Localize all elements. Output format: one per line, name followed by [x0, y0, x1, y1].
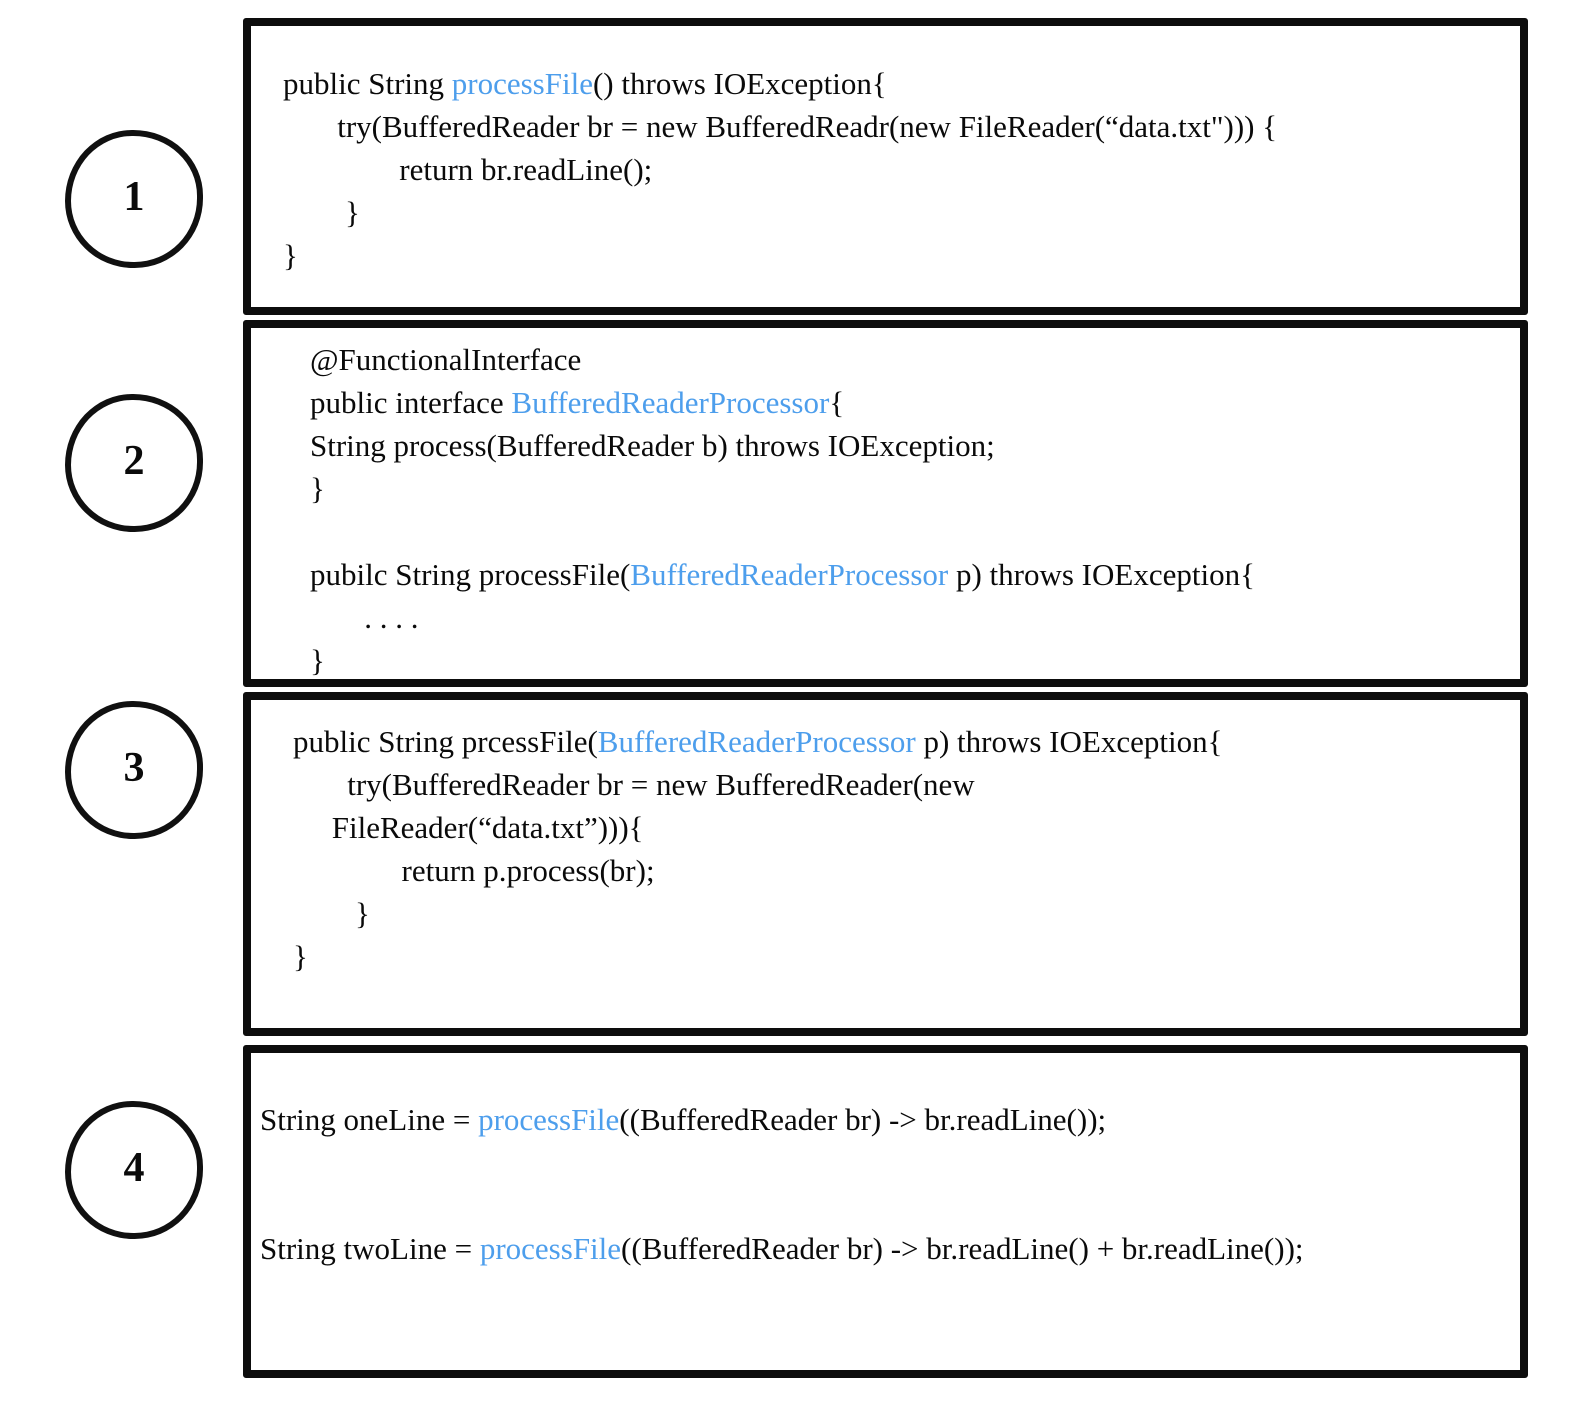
code-line: try(BufferedReader br = new BufferedRead…: [293, 763, 1506, 806]
code-line: String twoLine = processFile((BufferedRe…: [260, 1227, 1506, 1270]
code-text: try(BufferedReader br = new BufferedRead…: [283, 109, 1278, 144]
code-text: }: [283, 238, 298, 273]
code-line: }: [293, 892, 1506, 935]
step-badge-4: 4: [65, 1101, 203, 1239]
code-line: @FunctionalInterface: [310, 338, 1506, 381]
code-text: public String: [283, 66, 452, 101]
code-line: }: [310, 639, 1506, 682]
code-line: [260, 1184, 1506, 1227]
code-line: }: [310, 467, 1506, 510]
code-line: public interface BufferedReaderProcessor…: [310, 381, 1506, 424]
step-badge-1: 1: [65, 130, 203, 268]
code-text: }: [310, 643, 325, 678]
code-text: String oneLine =: [260, 1102, 479, 1137]
code-line: try(BufferedReader br = new BufferedRead…: [283, 105, 1506, 148]
code-box-3: public String prcessFile(BufferedReaderP…: [243, 692, 1528, 1036]
code-line: return p.process(br);: [293, 849, 1506, 892]
step-badge-3: 3: [65, 701, 203, 839]
step-badge-2: 2: [65, 394, 203, 532]
code-line: }: [293, 935, 1506, 978]
code-line: }: [283, 234, 1506, 277]
code-text: p) throws IOException{: [915, 724, 1223, 759]
step-number: 2: [123, 438, 145, 484]
highlighted-identifier: processFile: [451, 66, 593, 101]
code-line: . . . .: [310, 596, 1506, 639]
code-text: ((BufferedReader br) -> br.readLine());: [619, 1102, 1107, 1137]
step-number: 1: [123, 174, 145, 220]
highlighted-identifier: processFile: [479, 1231, 622, 1266]
code-text: public interface: [310, 385, 512, 420]
code-text: FileReader(“data.txt”))){: [293, 810, 644, 845]
code-text: {: [829, 385, 845, 420]
code-box-1: public String processFile() throws IOExc…: [243, 18, 1528, 315]
highlighted-identifier: processFile: [478, 1102, 620, 1137]
code-line: }: [283, 191, 1506, 234]
code-text: () throws IOException{: [592, 66, 887, 101]
code-text: try(BufferedReader br = new BufferedRead…: [293, 767, 975, 802]
code-box-2: @FunctionalInterface public interface Buf…: [243, 320, 1528, 687]
code-text: }: [283, 195, 360, 230]
code-line: FileReader(“data.txt”))){: [293, 806, 1506, 849]
code-text: . . . .: [310, 600, 419, 635]
code-text: String process(BufferedReader b) throws …: [310, 428, 995, 463]
code-text: }: [293, 896, 370, 931]
code-text: public String prcessFile(: [293, 724, 598, 759]
step-number: 4: [123, 1145, 145, 1191]
code-text: }: [310, 471, 325, 506]
code-line: String process(BufferedReader b) throws …: [310, 424, 1506, 467]
code-text: ((BufferedReader br) -> br.readLine() + …: [621, 1231, 1304, 1266]
highlighted-identifier: BufferedReaderProcessor: [597, 724, 916, 759]
code-line: [260, 1141, 1506, 1184]
code-line: public String prcessFile(BufferedReaderP…: [293, 720, 1506, 763]
code-line: String oneLine = processFile((BufferedRe…: [260, 1098, 1506, 1141]
step-number: 3: [123, 745, 145, 791]
code-line: public String processFile() throws IOExc…: [283, 62, 1506, 105]
code-line: pubilc String processFile(BufferedReader…: [310, 553, 1506, 596]
code-line: return br.readLine();: [283, 148, 1506, 191]
highlighted-identifier: BufferedReaderProcessor: [511, 385, 830, 420]
code-text: }: [293, 939, 308, 974]
code-text: return p.process(br);: [293, 853, 655, 888]
code-text: pubilc String processFile(: [310, 557, 631, 592]
code-text: return br.readLine();: [283, 152, 653, 187]
highlighted-identifier: BufferedReaderProcessor: [630, 557, 949, 592]
code-text: p) throws IOException{: [948, 557, 1255, 592]
code-text: String twoLine =: [260, 1231, 480, 1266]
code-line: [310, 510, 1506, 553]
code-box-4: String oneLine = processFile((BufferedRe…: [243, 1045, 1528, 1378]
code-text: @FunctionalInterface: [310, 342, 582, 377]
